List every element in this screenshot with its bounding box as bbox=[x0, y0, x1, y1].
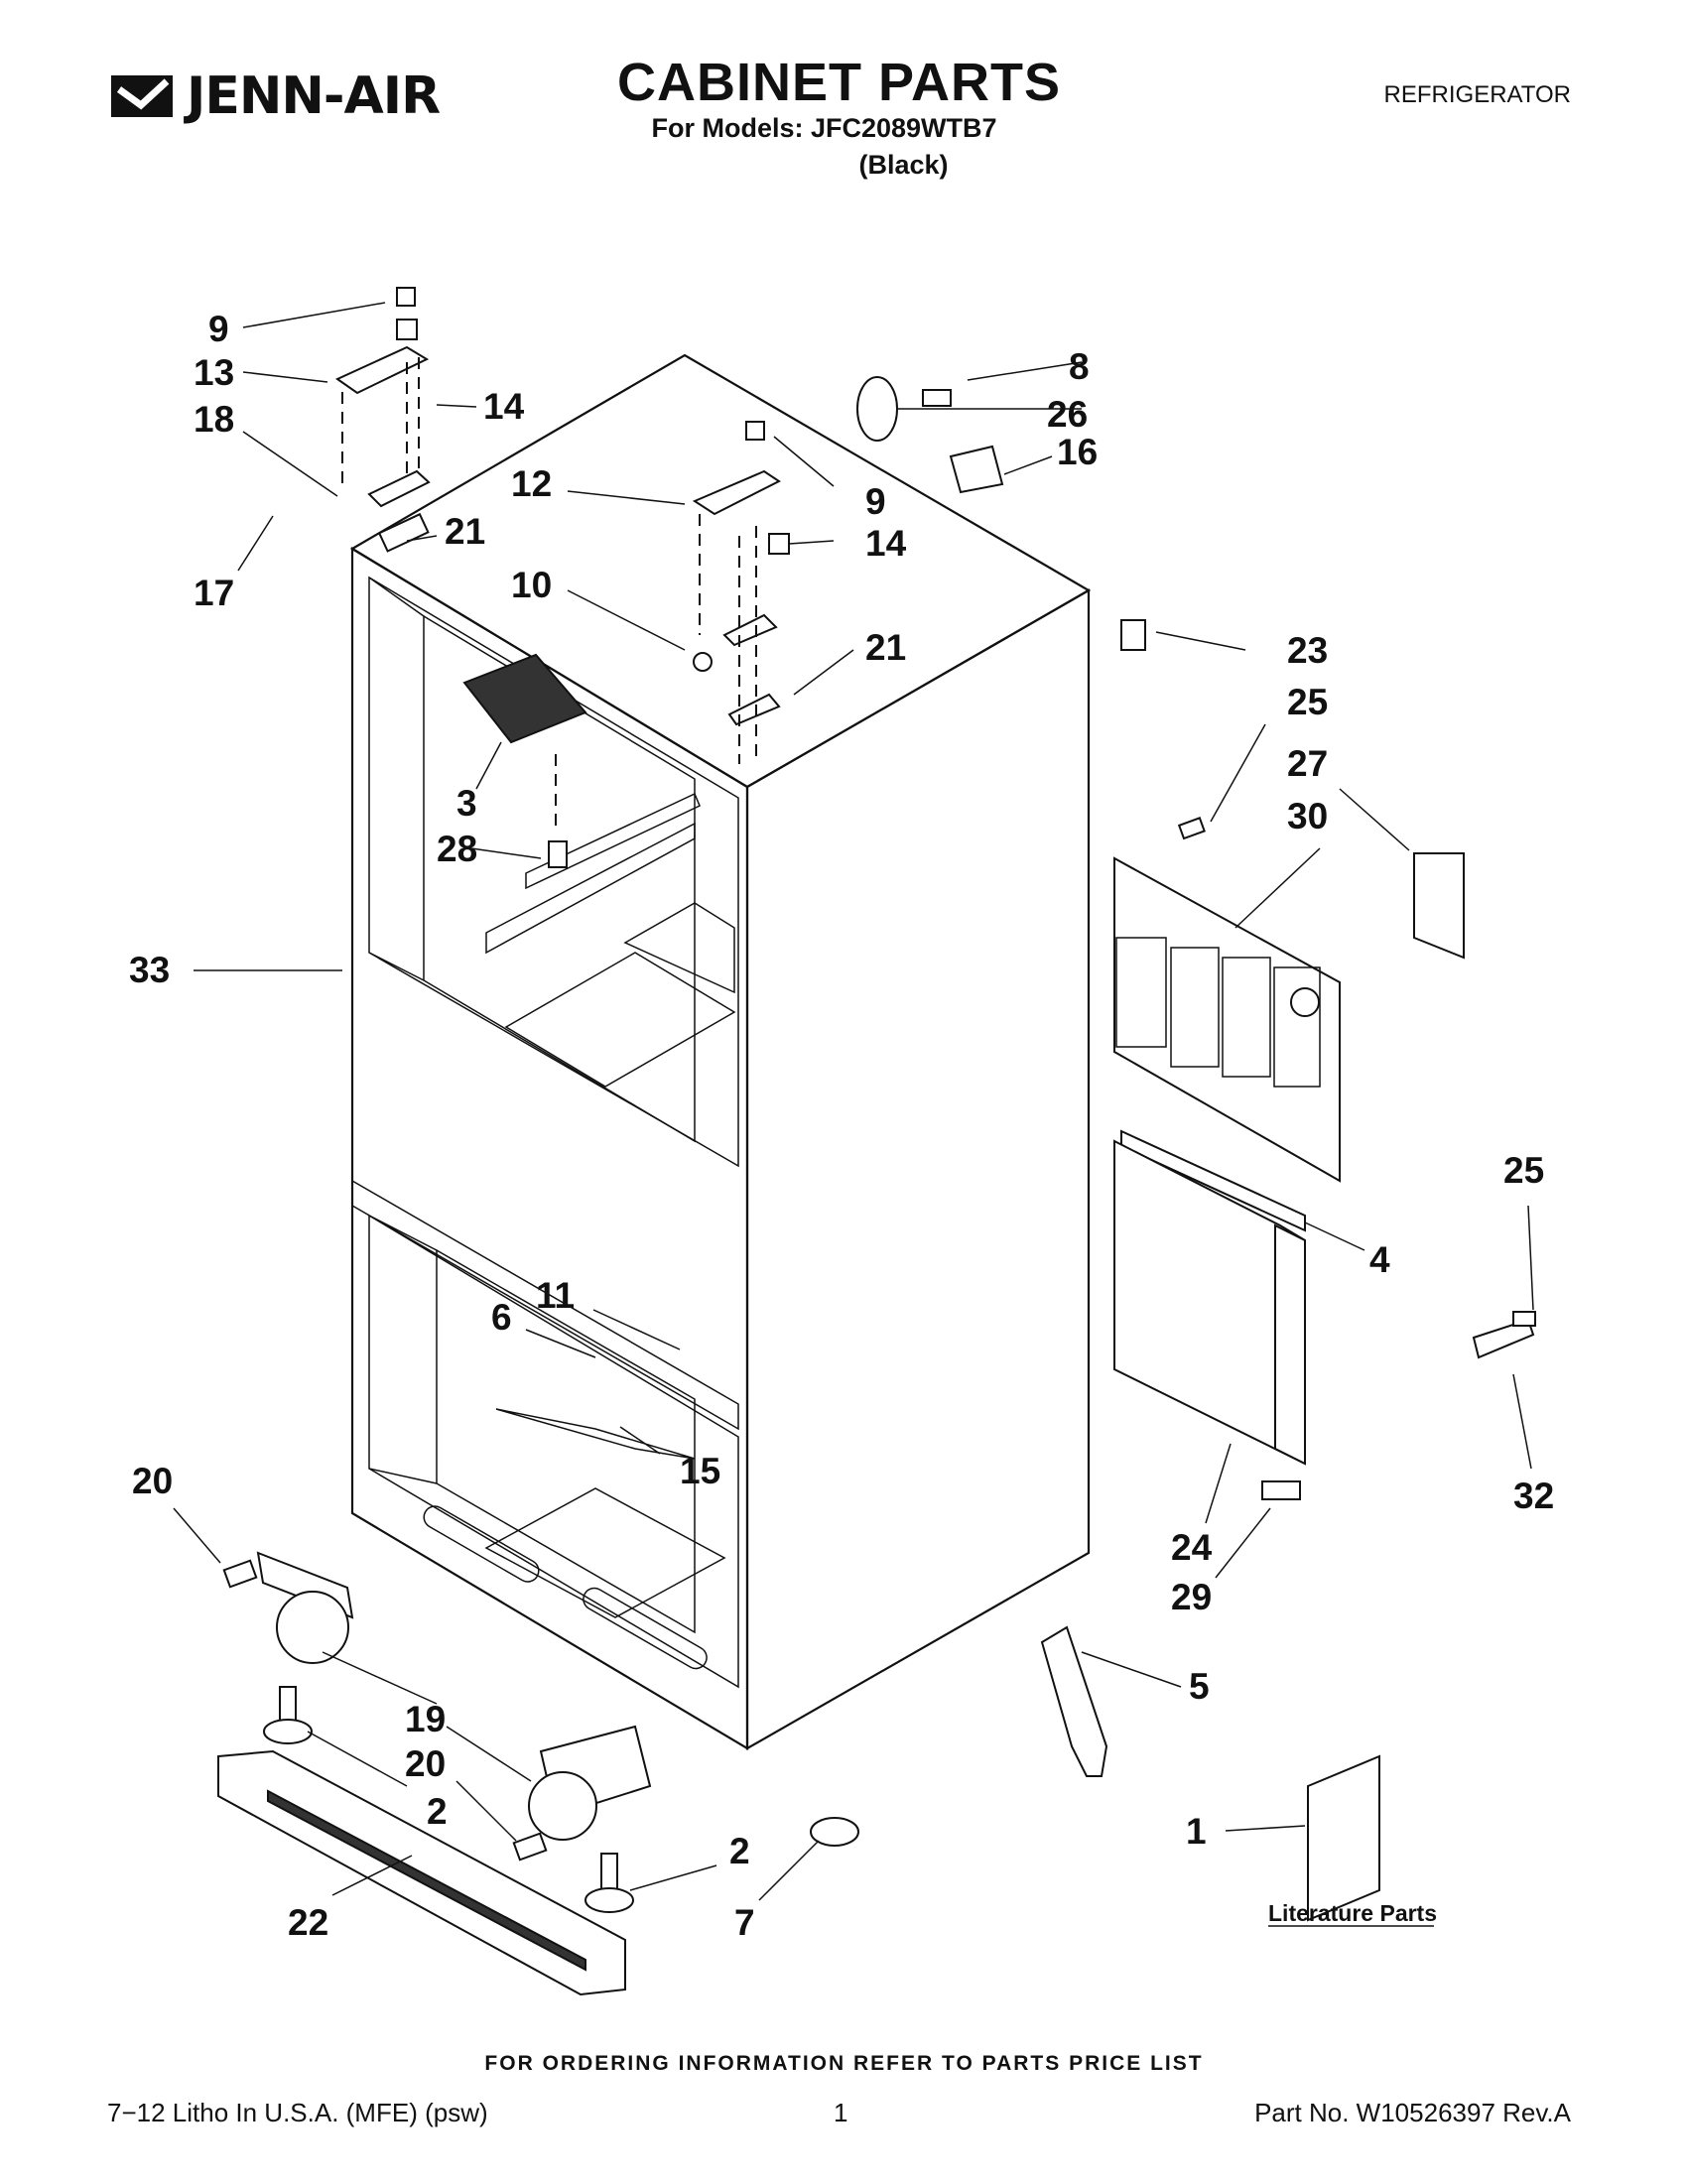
callout-label: 13 bbox=[194, 352, 234, 393]
print-info: 7−12 Litho In U.S.A. (MFE) (psw) bbox=[107, 2098, 488, 2127]
door-handle-and-literature bbox=[1040, 1625, 1380, 1922]
top-right-hinge bbox=[692, 421, 790, 764]
brand-logo: JENN-AIR bbox=[111, 62, 441, 131]
callout-label: 1 bbox=[1186, 1811, 1207, 1852]
ordering-note: FOR ORDERING INFORMATION REFER TO PARTS … bbox=[484, 2052, 1204, 2075]
callout-label: 26 bbox=[1047, 394, 1088, 435]
color-line: (Black) bbox=[858, 150, 949, 180]
callout-label: 32 bbox=[1513, 1476, 1554, 1516]
callout-label: 7 bbox=[734, 1902, 755, 1943]
grille-panel bbox=[1113, 619, 1536, 1500]
callout-label: 2 bbox=[729, 1831, 750, 1871]
callout-label: 8 bbox=[1069, 346, 1090, 387]
callout-label: 19 bbox=[405, 1699, 446, 1739]
callout-label: 3 bbox=[456, 783, 477, 824]
callout-label: 24 bbox=[1171, 1527, 1213, 1568]
product-type: REFRIGERATOR bbox=[1383, 81, 1571, 108]
callout-label: 23 bbox=[1287, 630, 1328, 671]
brand-mark-icon bbox=[111, 75, 173, 117]
callout-label: 10 bbox=[511, 565, 552, 605]
callout-label: 11 bbox=[536, 1275, 575, 1316]
callout-label: 14 bbox=[865, 523, 907, 564]
callout-label: 17 bbox=[194, 573, 234, 613]
shelf-bracket bbox=[462, 653, 587, 868]
callout-numbers: 9 13 14 18 21 17 12 9 14 10 21 8 26 16 3… bbox=[129, 309, 1554, 1943]
leveling-legs-and-rollers bbox=[222, 1551, 859, 1913]
callout-label: 27 bbox=[1287, 743, 1328, 784]
callout-label: 20 bbox=[132, 1461, 173, 1501]
page-title: CABINET PARTS bbox=[616, 53, 1061, 112]
callout-label: 20 bbox=[405, 1743, 446, 1784]
brand-name: JENN-AIR bbox=[187, 66, 441, 126]
callout-label: 33 bbox=[129, 950, 170, 990]
callout-label: 21 bbox=[865, 627, 906, 668]
callout-label: 30 bbox=[1287, 796, 1328, 836]
toe-grille bbox=[217, 1749, 626, 1996]
callout-label: 22 bbox=[288, 1902, 328, 1943]
part-number: Part No. W10526397 Rev.A bbox=[1254, 2098, 1571, 2127]
callout-label: 14 bbox=[483, 386, 525, 427]
callout-label: 21 bbox=[445, 511, 485, 552]
callout-leaders bbox=[173, 302, 1534, 1901]
callout-label: 5 bbox=[1189, 1666, 1210, 1707]
models-line: For Models: JFC2089WTB7 bbox=[651, 113, 997, 143]
callout-label: 25 bbox=[1503, 1150, 1544, 1191]
callout-label: 6 bbox=[491, 1297, 512, 1338]
top-right-small-parts bbox=[856, 376, 1004, 494]
page-number: 1 bbox=[834, 2098, 848, 2127]
callout-label: 25 bbox=[1287, 682, 1328, 722]
callout-label: 2 bbox=[427, 1791, 448, 1832]
callout-label: 29 bbox=[1171, 1577, 1212, 1617]
callout-label: 9 bbox=[208, 309, 229, 349]
top-left-hinge bbox=[334, 287, 431, 553]
callout-label: 16 bbox=[1057, 432, 1098, 472]
callout-label: 4 bbox=[1369, 1239, 1390, 1280]
callout-label: 18 bbox=[194, 399, 234, 440]
cabinet-outline bbox=[349, 353, 1092, 1750]
literature-parts-label: Literature Parts bbox=[1268, 1900, 1437, 1926]
callout-label: 12 bbox=[511, 463, 552, 504]
callout-label: 28 bbox=[437, 829, 477, 869]
page-title-block: CABINET PARTS For Models: JFC2089WTB7 (B… bbox=[0, 52, 1688, 181]
callout-label: 9 bbox=[865, 481, 886, 522]
callout-label: 15 bbox=[680, 1451, 720, 1491]
